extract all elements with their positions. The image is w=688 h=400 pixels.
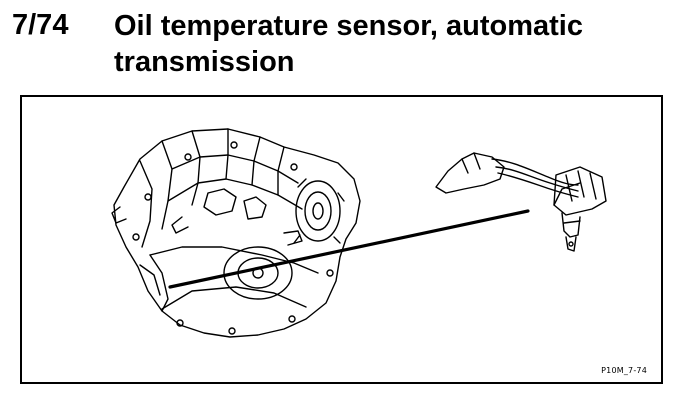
section-number: 7/74 [12,9,69,41]
figure-illustration [111,128,607,338]
transmission-illustration [111,128,361,338]
figure-reference-code: P10M_7-74 [601,366,647,375]
leader-line [168,209,530,289]
section-title: Oil temperature sensor, automatic transm… [114,10,583,78]
figure-frame: P10M_7-74 [20,95,663,384]
section-heading: 7/74 Oil temperature sensor, automatic t… [0,0,688,86]
oil-temperature-sensor [435,152,607,252]
